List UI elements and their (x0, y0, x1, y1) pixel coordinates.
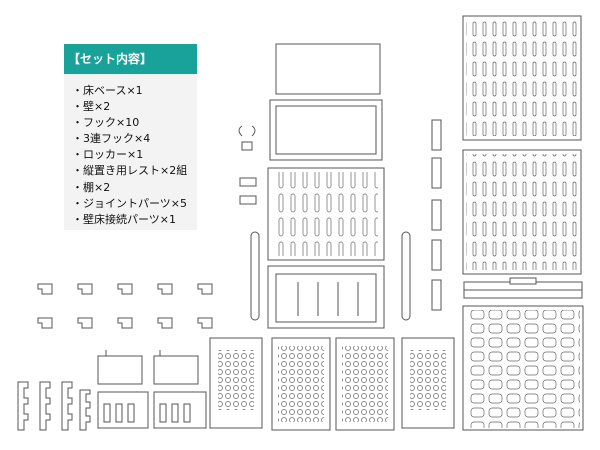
locker-door-right (335, 337, 395, 431)
contents-item-joint-parts: ・ジョイントパーツ×5 (72, 196, 187, 210)
locker-door-left (271, 337, 331, 431)
shelf-2 (401, 337, 455, 429)
contents-item-shelf: ・棚×2 (72, 180, 111, 194)
shelf-1 (209, 337, 263, 429)
locker-frame (269, 99, 383, 161)
contents-item-wall: ・壁×2 (72, 100, 111, 114)
contents-item-locker: ・ロッカー×1 (72, 148, 144, 162)
contents-item-wall-floor-connector: ・壁床接続パーツ×1 (72, 212, 176, 226)
contents-item-triple-hook: ・3連フック×4 (72, 132, 151, 146)
vertical-rest-1 (97, 350, 149, 429)
side-rod-left (250, 231, 260, 321)
joint-parts (431, 119, 442, 311)
floor-base (462, 305, 584, 431)
side-rod-right (401, 231, 411, 321)
small-clips (238, 125, 257, 205)
hooks (37, 283, 213, 329)
contents-list: ・床ベース×1 ・壁×2 ・フック×10 ・3連フック×4 ・ロッカー×1 ・縦… (72, 83, 187, 228)
wall-floor-connector (463, 277, 583, 299)
locker-lower (267, 265, 385, 329)
triple-hooks (17, 381, 91, 431)
wall-panel-bottom (462, 149, 582, 275)
wall-panel-top (462, 15, 582, 141)
locker-top-plate (275, 43, 381, 95)
locker-door-slotted (267, 167, 385, 261)
contents-item-hook: ・フック×10 (72, 116, 140, 130)
vertical-rest-2 (153, 350, 207, 429)
contents-item-floor-base: ・床ベース×1 (72, 84, 143, 97)
contents-item-vertical-rest: ・縦置き用レスト×2組 (72, 164, 188, 178)
contents-panel: 【セット内容】 ・床ベース×1 ・壁×2 ・フック×10 ・3連フック×4 ・ロ… (64, 44, 197, 230)
contents-title: 【セット内容】 (64, 44, 197, 74)
